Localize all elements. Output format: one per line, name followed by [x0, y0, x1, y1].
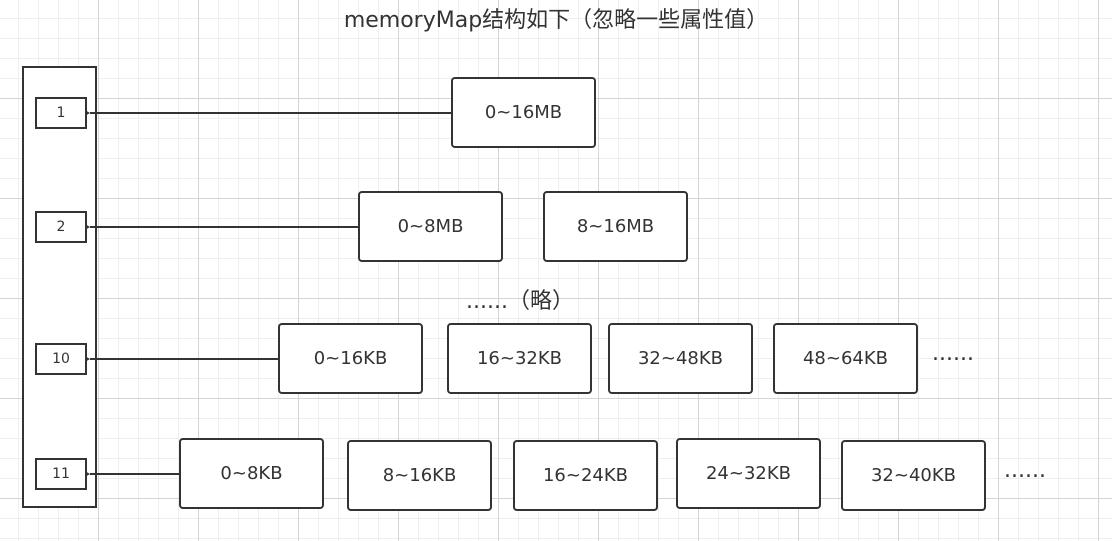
row-ellipsis: ...... — [932, 341, 974, 366]
memory-block: 24~32KB — [676, 438, 821, 509]
memory-block: 16~32KB — [447, 323, 592, 394]
index-cell-1: 1 — [35, 97, 87, 129]
row-ellipsis: ...... — [1004, 458, 1046, 483]
memory-block: 0~8MB — [358, 191, 503, 262]
memory-block: 0~16KB — [278, 323, 423, 394]
memory-block: 32~40KB — [841, 440, 986, 511]
memory-block: 0~8KB — [179, 438, 324, 509]
index-cell-2: 2 — [35, 211, 87, 243]
memory-block: 8~16MB — [543, 191, 688, 262]
memory-block: 48~64KB — [773, 323, 918, 394]
memory-block: 32~48KB — [608, 323, 753, 394]
memory-block: 0~16MB — [451, 77, 596, 148]
memory-block: 8~16KB — [347, 440, 492, 511]
index-cell-10: 10 — [35, 343, 87, 375]
index-cell-11: 11 — [35, 458, 87, 490]
diagram-title: memoryMap结构如下（忽略一些属性值） — [343, 8, 769, 33]
omitted-note: ......（略） — [466, 289, 574, 314]
memory-block: 16~24KB — [513, 440, 658, 511]
memory-map-array — [22, 66, 97, 508]
